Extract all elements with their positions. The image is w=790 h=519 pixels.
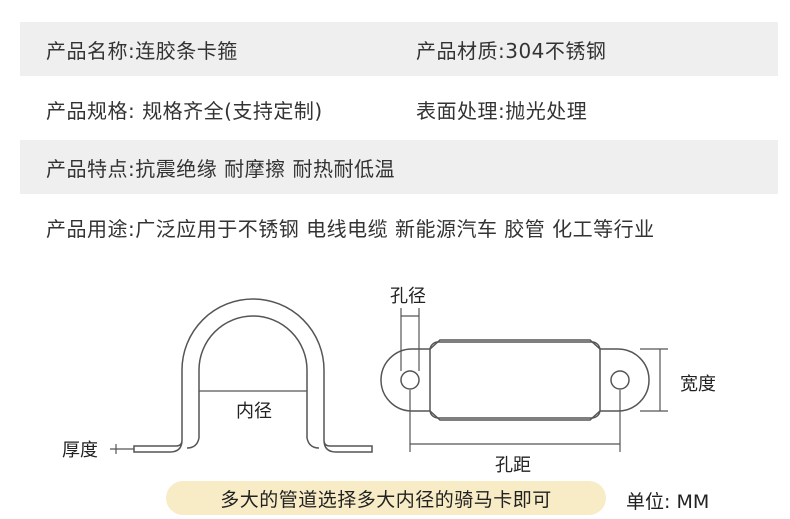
clamp-drawing	[110, 298, 668, 454]
left-hole	[400, 370, 420, 390]
spec-usage: 产品用途:广泛应用于不锈钢 电线电缆 新能源汽车 胶管 化工等行业	[46, 216, 655, 241]
clamp-outer-arc	[181, 298, 325, 440]
sizing-tip: 多大的管道选择多大内径的骑马卡即可	[166, 481, 606, 515]
thickness-label: 厚度	[62, 440, 98, 461]
unit-label: 单位: MM	[626, 491, 710, 513]
inner-diameter-label: 内径	[236, 401, 272, 422]
spec-row-3: 产品特点:抗震绝缘 耐摩擦 耐热耐低温	[20, 140, 778, 194]
hole-diameter-label: 孔径	[390, 286, 426, 307]
clamp-center-band	[429, 341, 601, 419]
spec-row-1: 产品名称:连胶条卡箍 产品材质:304不锈钢	[20, 22, 778, 76]
clamp-inner-arc	[198, 315, 308, 438]
hole-spacing-label: 孔距	[495, 455, 531, 476]
dimension-diagram: 厚度 内径 孔径 宽度 孔距	[0, 270, 790, 476]
right-hole	[610, 370, 630, 390]
spec-features: 产品特点:抗震绝缘 耐摩擦 耐热耐低温	[46, 156, 395, 181]
clamp-right-foot-inner	[306, 437, 320, 449]
spec-product-name: 产品名称:连胶条卡箍	[46, 38, 238, 63]
spec-surface: 表面处理:抛光处理	[416, 98, 588, 123]
spec-row-4: 产品用途:广泛应用于不锈钢 电线电缆 新能源汽车 胶管 化工等行业	[20, 200, 778, 254]
spec-row-2: 产品规格: 规格齐全(支持定制) 表面处理:抛光处理	[20, 82, 778, 136]
width-label: 宽度	[680, 374, 716, 395]
clamp-left-foot-inner	[186, 437, 200, 449]
spec-material: 产品材质:304不锈钢	[416, 38, 607, 63]
clamp-right-foot	[323, 439, 373, 453]
clamp-top-view-outline	[380, 339, 650, 421]
spec-size: 产品规格: 规格齐全(支持定制)	[46, 98, 323, 123]
clamp-left-foot	[133, 439, 183, 453]
